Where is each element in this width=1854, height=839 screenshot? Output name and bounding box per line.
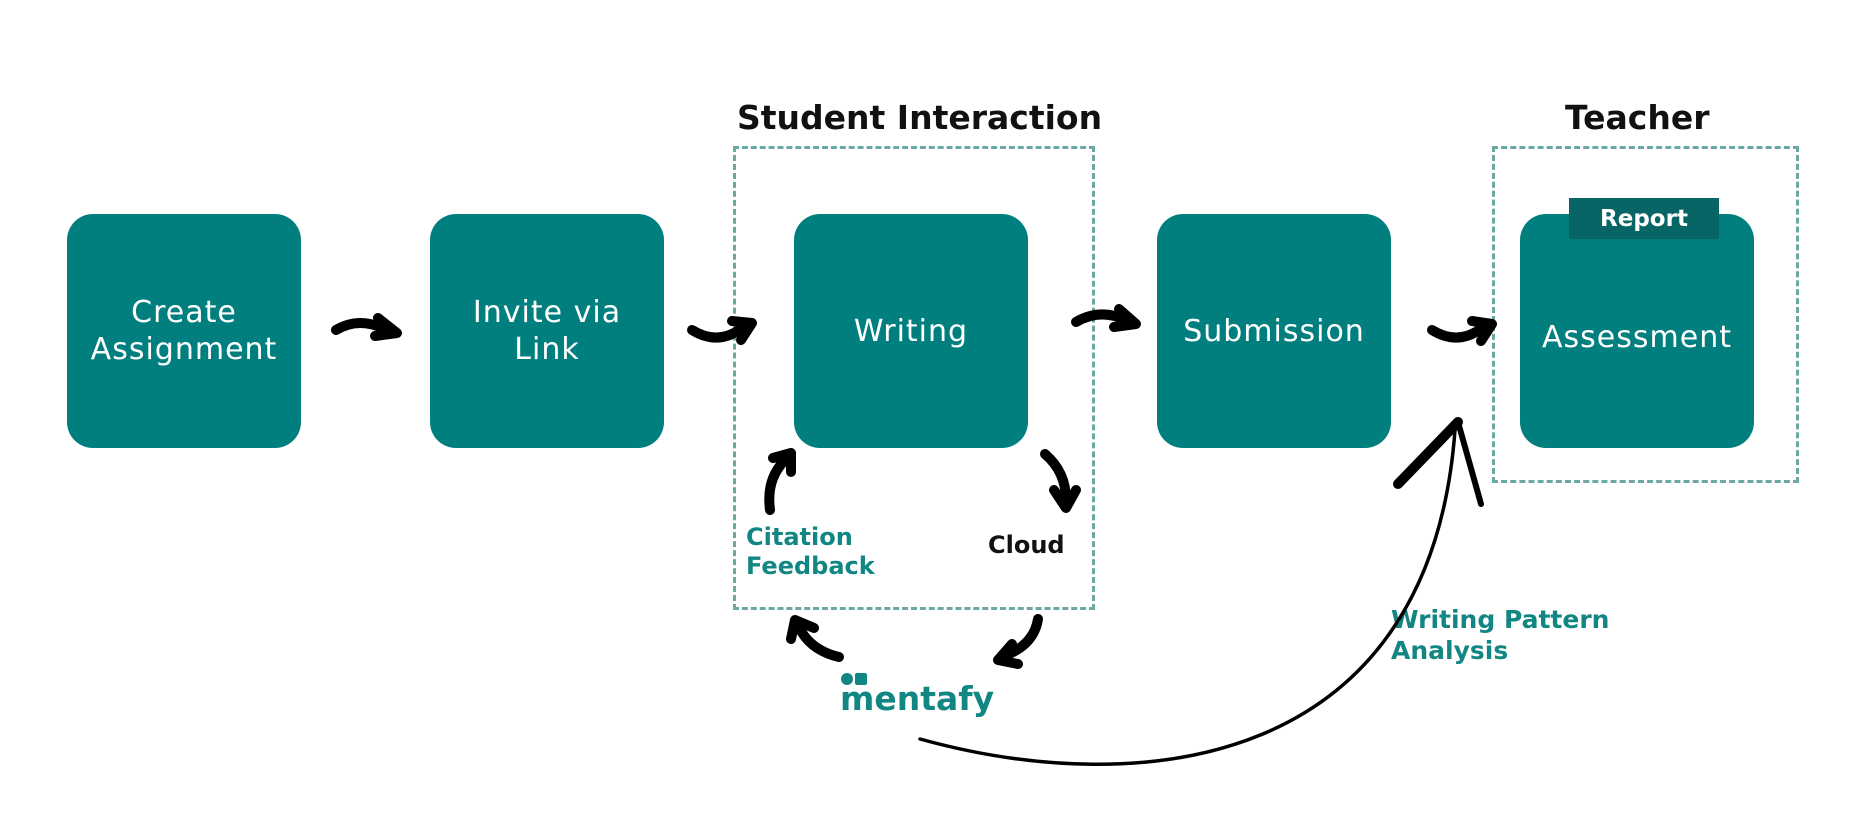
writing-label: Writing bbox=[853, 313, 969, 349]
assessment-step: Assessment bbox=[1520, 214, 1754, 448]
teacher-title: Teacher bbox=[1565, 98, 1710, 137]
submission-label: Submission bbox=[1183, 313, 1365, 349]
submission-step: Submission bbox=[1157, 214, 1391, 448]
invite-via-link-step: Invite via Link bbox=[430, 214, 664, 448]
arrow-writing-to-submission bbox=[1071, 304, 1141, 332]
create-assignment-label: Create Assignment bbox=[90, 295, 278, 367]
arrow-invite-to-writing bbox=[687, 316, 757, 345]
student-interaction-title: Student Interaction bbox=[737, 98, 1103, 137]
arrow-citation-to-writing bbox=[764, 448, 796, 515]
teacher-group bbox=[1492, 146, 1799, 483]
arrow-logo-to-citation bbox=[786, 615, 844, 662]
arrow-cloud-to-logo bbox=[993, 614, 1043, 669]
report-tab: Report bbox=[1569, 198, 1719, 239]
writing-pattern-analysis-label: Writing Pattern Analysis bbox=[1391, 605, 1610, 665]
assessment-label: Assessment bbox=[1542, 319, 1732, 355]
invite-via-link-label: Invite via Link bbox=[472, 295, 622, 367]
arrow-submission-to-assessment bbox=[1427, 316, 1497, 346]
writing-step: Writing bbox=[794, 214, 1028, 448]
student-interaction-group bbox=[733, 146, 1095, 610]
cloud-label: Cloud bbox=[988, 531, 1065, 559]
mentafy-wordmark: mentafy bbox=[840, 679, 994, 718]
create-assignment-step: Create Assignment bbox=[67, 214, 301, 448]
arrow-create-to-invite bbox=[331, 313, 402, 341]
arrow-writing-to-cloud bbox=[1040, 449, 1081, 513]
arrow-analysis-to-assessment bbox=[918, 417, 1484, 766]
citation-feedback-label: Citation Feedback bbox=[746, 523, 875, 580]
mentafy-logo: mentafy bbox=[840, 673, 994, 718]
